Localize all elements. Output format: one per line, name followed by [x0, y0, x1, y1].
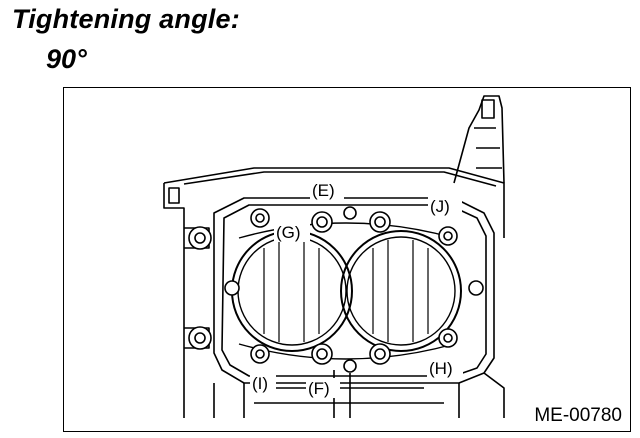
cylinder-bore-right — [340, 230, 462, 352]
engine-block-drawing: (E) (G) (J) (H) (I) (F) — [163, 95, 505, 418]
cylinder-bore-left — [231, 230, 353, 352]
block-top-edge — [163, 167, 505, 238]
tightening-angle-heading: Tightening angle: — [12, 4, 240, 34]
label-g: (G) — [276, 223, 301, 242]
label-i: (I) — [252, 374, 268, 393]
housing-outline — [453, 95, 505, 184]
engine-block-illustration-frame: (E) (G) (J) (H) (I) (F) ME-00780 — [63, 87, 631, 432]
cylinder-deck-outline — [213, 197, 495, 384]
label-e: (E) — [312, 181, 335, 200]
label-h: (H) — [429, 359, 453, 378]
block-bottom-skirt — [213, 372, 505, 418]
tightening-angle-value: 90° — [46, 44, 87, 74]
block-left-flange — [163, 183, 185, 418]
label-f: (F) — [308, 379, 330, 398]
label-j: (J) — [430, 197, 450, 216]
figure-code: ME-00780 — [534, 405, 622, 426]
